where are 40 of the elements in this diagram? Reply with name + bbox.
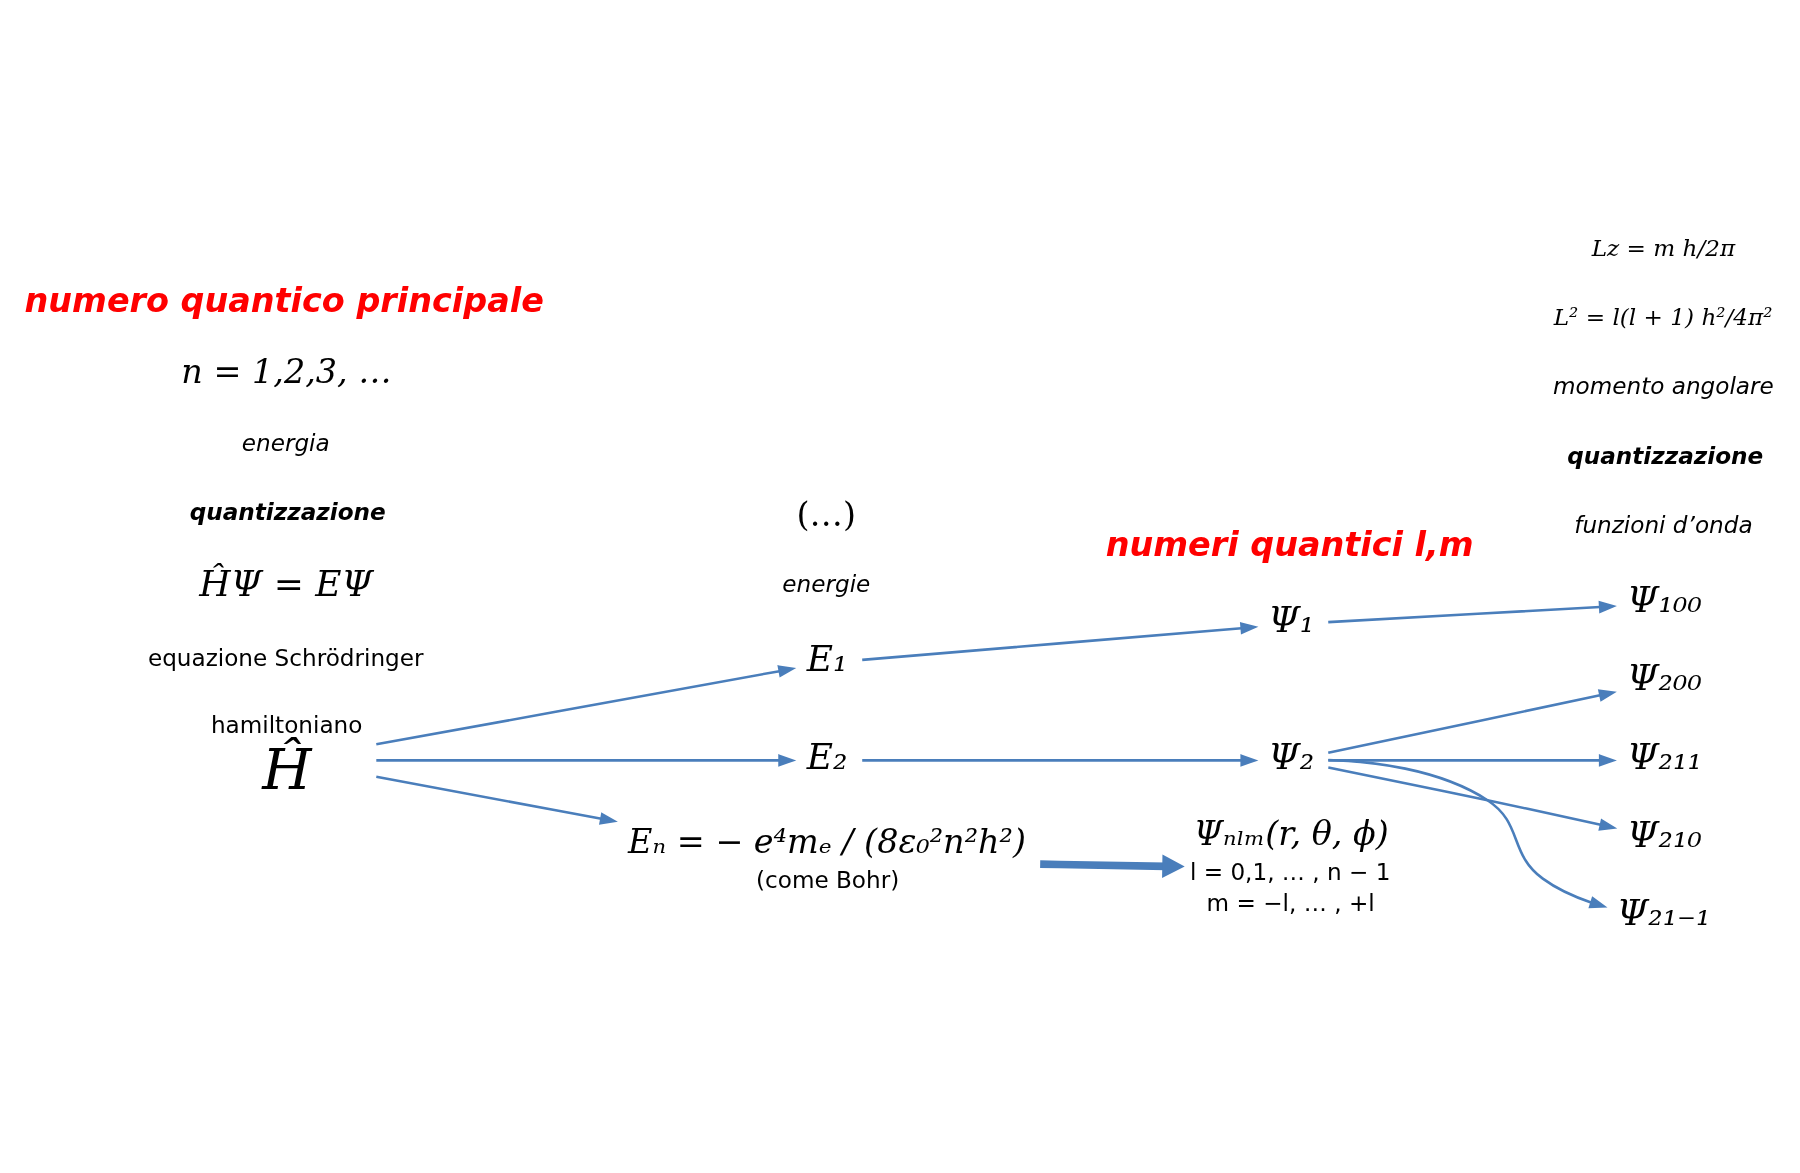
node-text: Ψ₂₀₀ [1627,657,1702,699]
label: n = 1,2,3, … [181,351,392,391]
label: equazione Schrödringer [147,644,424,671]
node-text: Ψ₁₀₀ [1627,578,1702,620]
node-text: Ψ₂₁₋₁ [1616,892,1711,934]
node-text: Ψ₂ [1268,735,1315,777]
node-label: hamiltoniano [210,711,363,738]
arrow [376,754,797,767]
node-text: Ψ₂₁₀ [1627,814,1702,856]
label: Lz = m h/2π [1591,234,1736,261]
label: quantizzazione [1567,442,1764,469]
node-text: Ĥ [262,735,312,802]
node-text: Ψ₂₁₁ [1627,735,1702,777]
label: momento angolare [1553,373,1774,400]
label: numeri quantici l,m [1105,525,1474,565]
label: ĤΨ = EΨ [199,562,374,604]
node-label: m = −l, … , +l [1206,890,1375,917]
label: numero quantico principale [24,281,544,321]
label: quantizzazione [189,499,386,526]
arrow [862,754,1259,767]
arrow [1328,766,1618,831]
arrow [376,665,797,746]
arrow [1328,758,1608,909]
node-text: Ψ₁ [1268,599,1315,641]
arrow [862,621,1259,662]
node-text: E₁ [806,637,848,679]
label: energia [241,430,330,457]
label: (…) [796,494,856,534]
label: energie [782,571,871,598]
node-label: (come Bohr) [756,867,900,894]
node-text: Ψₙₗₘ(r, θ, ϕ) [1193,813,1389,853]
node-text: E₂ [806,735,848,777]
label: funzioni d’onda [1574,512,1753,539]
label: L² = l(l + 1) h²/4π² [1553,304,1773,331]
node-text: Eₙ = − e⁴mₑ / (8ε₀²n²h²) [628,821,1026,861]
arrow [1328,754,1617,767]
arrow [376,775,618,825]
arrow [1328,600,1617,624]
node-label: l = 0,1, … , n − 1 [1189,859,1391,886]
arrow [1327,689,1617,755]
